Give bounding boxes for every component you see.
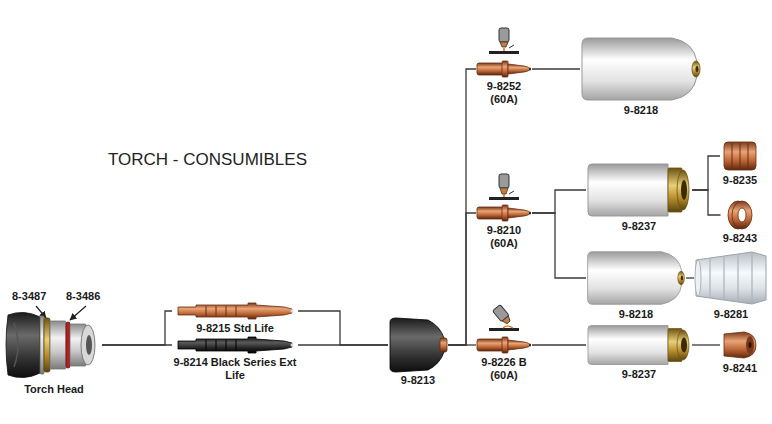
part-number: 9-8252	[487, 80, 521, 93]
callout-number: 8-3486	[66, 290, 100, 303]
diagram-title: TORCH - CONSUMIBLES	[108, 150, 307, 170]
connector-line	[448, 69, 476, 345]
part-illustration	[476, 336, 532, 354]
part-illustration	[476, 60, 532, 78]
connector-line	[532, 68, 580, 69]
part-node: 9-8218	[580, 36, 702, 117]
part-illustration	[720, 140, 760, 172]
part-number: 9-8235	[723, 174, 757, 187]
part-number: 9-8281	[714, 308, 748, 321]
part-illustration	[388, 318, 448, 372]
part-number: 9-8241	[723, 362, 757, 375]
part-number: 9-8213	[401, 374, 435, 387]
connector-line	[298, 311, 388, 345]
part-number: (60A)	[490, 237, 518, 250]
connector-line	[102, 311, 172, 345]
part-illustration	[722, 200, 758, 230]
connector-line	[532, 344, 586, 345]
connector-line	[686, 277, 694, 278]
part-illustration	[720, 330, 760, 360]
part-number: Torch Head	[24, 383, 84, 396]
part-node: 9-8214 Black Series Ext Life	[172, 336, 298, 382]
part-number: 9-8237	[622, 368, 656, 381]
connector-line	[692, 156, 720, 190]
part-number: 9-8210	[487, 224, 521, 237]
part-number: 9-8237	[622, 220, 656, 233]
part-illustration	[586, 324, 692, 366]
part-illustration	[580, 36, 702, 102]
part-node: 9-8210(60A)	[476, 204, 532, 250]
part-number: 9-8243	[723, 232, 757, 245]
part-number: (60A)	[490, 93, 518, 106]
part-number: 9-8226 B	[481, 356, 526, 369]
callout-number: 8-3487	[12, 290, 46, 303]
part-illustration	[694, 250, 768, 306]
connector-line	[532, 213, 586, 278]
part-node: 9-8235	[720, 140, 760, 187]
part-number: (60A)	[490, 369, 518, 382]
part-illustration	[586, 250, 686, 306]
leader-line	[70, 306, 86, 320]
connector-line	[448, 344, 476, 345]
part-node: 9-8252(60A)	[476, 60, 532, 106]
part-number: 9-8214 Black Series Ext Life	[172, 356, 298, 382]
part-illustration	[476, 204, 532, 222]
connector-line	[692, 190, 721, 215]
part-illustration	[172, 302, 298, 320]
part-node: 9-8241	[720, 330, 760, 375]
gouging-icon	[489, 305, 519, 331]
part-number: 9-8215 Std Life	[196, 322, 274, 335]
part-node: 9-8243	[721, 200, 760, 245]
part-node: 9-8237	[586, 162, 692, 233]
connector-line	[298, 344, 388, 345]
connector-line	[448, 213, 476, 345]
cutting-icon	[489, 28, 519, 54]
part-number: 9-8218	[624, 104, 658, 117]
connector-line	[692, 344, 720, 345]
part-illustration	[172, 336, 298, 354]
part-node: 9-8215 Std Life	[172, 302, 298, 335]
connector-line	[532, 190, 586, 213]
part-node: 9-8237	[586, 324, 692, 381]
connector-line	[102, 344, 172, 345]
part-illustration	[6, 309, 102, 381]
part-node: 9-8281	[694, 250, 768, 321]
part-number: 9-8218	[619, 308, 653, 321]
part-illustration	[586, 162, 692, 218]
part-node: 9-8213	[388, 318, 448, 387]
part-node: 9-8218	[586, 250, 686, 321]
part-node: 9-8226 B(60A)	[476, 336, 532, 382]
part-node: Torch Head	[6, 309, 102, 396]
drag-cutting-icon	[489, 174, 519, 200]
